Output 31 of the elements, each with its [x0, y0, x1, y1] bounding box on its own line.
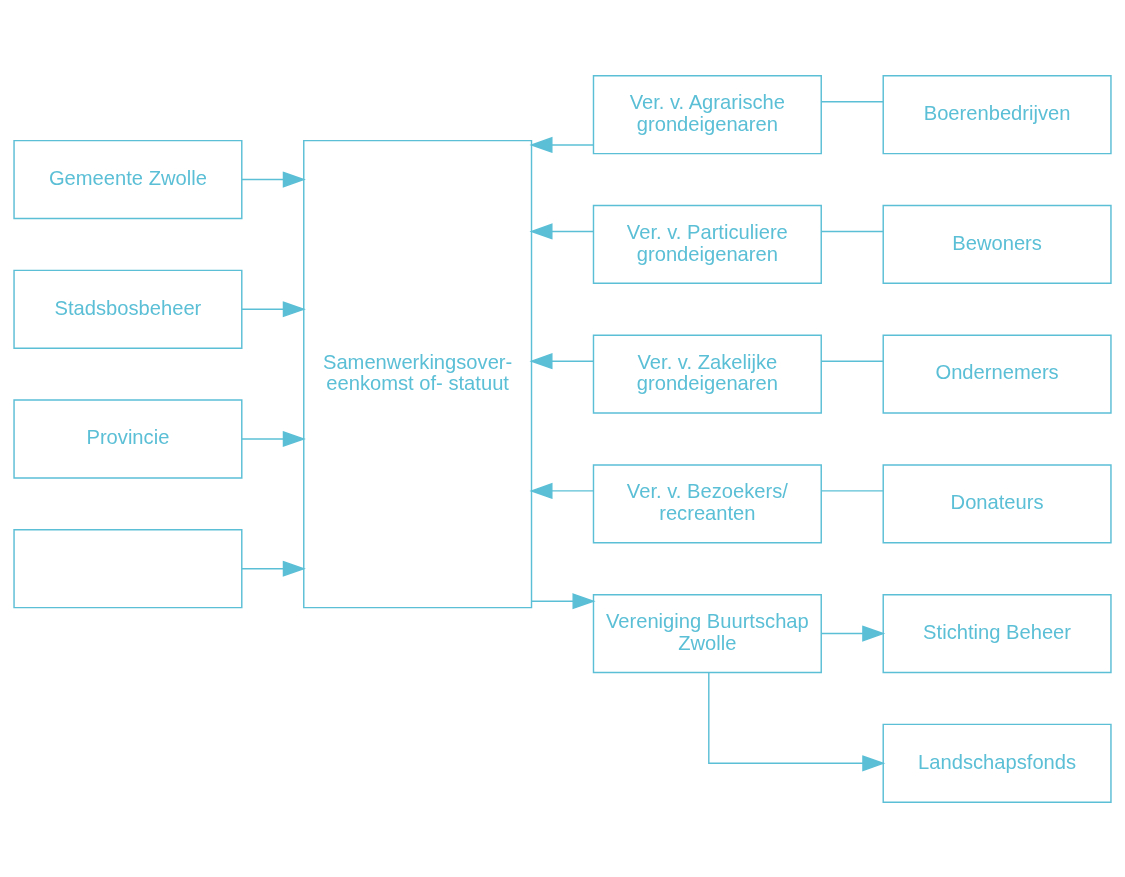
arrow — [708, 671, 886, 771]
node-box: Gemeente Zwolle — [13, 139, 243, 219]
node-box: Landschapsfonds — [882, 723, 1112, 803]
node-box: Boerenbedrijven — [882, 74, 1112, 154]
node-box: Ver. v. Zakelijke grondeigenaren — [592, 334, 822, 414]
node-box — [13, 528, 243, 608]
connector — [820, 100, 884, 102]
arrow — [241, 170, 306, 188]
arrow — [529, 136, 594, 153]
node-box: Ver. v. Bezoekers/ recreanten — [592, 463, 822, 543]
arrow — [529, 352, 594, 369]
node-box: Vereniging Buurtschap Zwolle — [592, 593, 822, 673]
node-box: Stadsbosbeheer — [13, 269, 243, 349]
arrow — [529, 482, 594, 499]
arrow — [820, 625, 886, 642]
node-box: Bewoners — [882, 204, 1112, 284]
arrow — [241, 560, 306, 577]
connector — [820, 489, 884, 492]
node-box: Stichting Beheer — [882, 593, 1112, 673]
node-box: Donateurs — [882, 463, 1112, 543]
arrow — [241, 430, 306, 447]
node-box: Ver. v. Agrarische grondeigenaren — [592, 74, 822, 154]
connector — [820, 359, 884, 362]
node-box: Ver. v. Particuliere grondeigenaren — [592, 204, 822, 284]
connector — [820, 230, 884, 232]
arrow — [529, 222, 594, 239]
node-box: Samenwerkingsover- eenkomst of- statuut — [303, 139, 533, 608]
arrow — [531, 592, 596, 609]
arrow — [241, 300, 306, 317]
node-box: Provincie — [13, 398, 243, 479]
node-box: Ondernemers — [882, 334, 1112, 414]
